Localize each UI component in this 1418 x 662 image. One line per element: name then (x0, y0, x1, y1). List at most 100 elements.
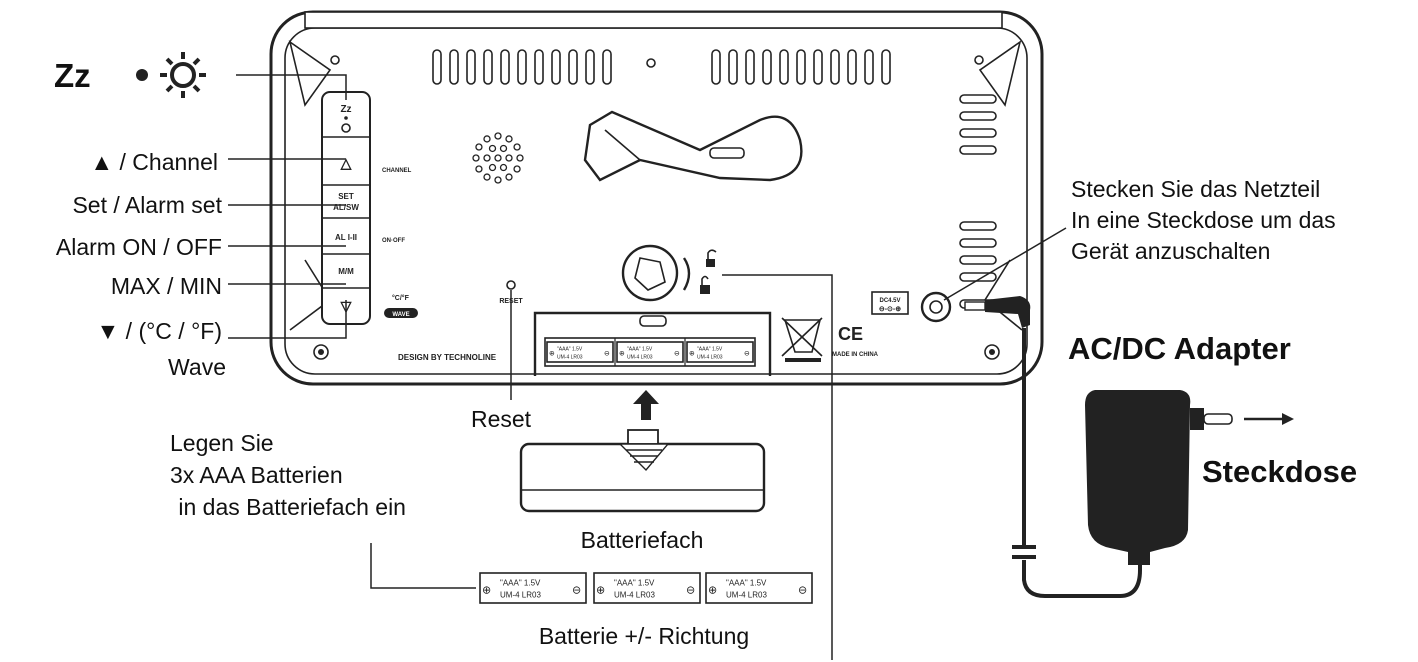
battery-type-text: "AAA" 1.5V (697, 346, 723, 352)
svg-text:Zz: Zz (340, 104, 351, 115)
battery-type-text: "AAA" 1.5V (557, 346, 583, 352)
vent-slot (779, 49, 789, 85)
adapter-label: AC/DC Adapter (1068, 331, 1291, 366)
max-min-button[interactable]: M/M (338, 267, 354, 276)
vent-slot (728, 49, 738, 85)
battery-instruction-line2: 3x AAA Batterien (170, 462, 343, 488)
battery-type-text: "AAA" 1.5V (627, 346, 653, 352)
weee-icon (781, 317, 823, 362)
arrow-up-icon (633, 390, 659, 420)
vent-slot (762, 49, 772, 85)
speaker-hole (505, 173, 513, 181)
speaker-hole (475, 143, 483, 151)
battery-instruction-line1: Legen Sie (170, 430, 274, 456)
battery-cover (519, 429, 766, 513)
battery-code-text: UM-4 LR03 (697, 354, 723, 360)
svg-text:AL/SW: AL/SW (333, 203, 359, 212)
onoff-small-label: ON·OFF (382, 238, 405, 244)
vent-slot (585, 49, 595, 85)
light-snooze-button[interactable]: Zz (340, 104, 352, 133)
speaker-hole (499, 163, 508, 172)
speaker-hole (513, 143, 521, 151)
ac-dc-adapter-icon (1085, 390, 1233, 565)
svg-text:°C/°F: °C/°F (392, 294, 410, 302)
svg-text:△: △ (340, 155, 353, 171)
aaa-battery: "AAA" 1.5V UM-4 LR03 ⊕ ⊖ (479, 572, 587, 604)
unit-label: ▼ / (°C / °F) (97, 318, 222, 344)
leader-lines (228, 74, 1067, 660)
channel-label: ▲ / Channel (90, 149, 218, 175)
svg-text:Zz: Zz (54, 57, 91, 94)
speaker-hole (494, 176, 502, 184)
alarm-onoff-button[interactable]: AL I-II (335, 233, 357, 242)
battery-type-text: "AAA" 1.5V (500, 579, 541, 588)
stand-hinge (583, 110, 803, 182)
adapter-plug-cable (964, 296, 1142, 598)
vent-slot (517, 49, 527, 85)
vent-slot (711, 49, 721, 85)
speaker-hole (494, 132, 502, 140)
vent-slot (449, 49, 459, 85)
arrow-right-icon (1244, 413, 1294, 425)
svg-text:SET: SET (338, 192, 354, 201)
vent-slot (830, 49, 840, 85)
speaker-hole (483, 173, 491, 181)
svg-text:M/M: M/M (338, 267, 354, 276)
side-vents (959, 94, 997, 309)
alarm-onoff-label: Alarm ON / OFF (56, 234, 222, 260)
battery-instruction-line3: in das Batteriefach ein (172, 494, 406, 520)
lock-knob (621, 244, 717, 302)
minus-icon: ⊖ (798, 583, 807, 596)
plus-icon: ⊕ (549, 350, 555, 358)
dc-jack: DC4.5V ⊖-⊙-⊕ (871, 291, 952, 323)
plus-icon: ⊕ (482, 583, 491, 596)
speaker-hole (488, 163, 497, 172)
light-icon (160, 52, 206, 98)
svg-text:⊖-⊙-⊕: ⊖-⊙-⊕ (879, 306, 901, 313)
minus-icon: ⊖ (604, 350, 610, 358)
battery-code-text: UM-4 LR03 (500, 591, 541, 600)
wave-small-label: °C/°F WAVE (384, 294, 418, 318)
speaker-hole (475, 165, 483, 173)
speaker-hole (488, 144, 497, 153)
battery-code-text: UM-4 LR03 (614, 591, 655, 600)
reset-label: Reset (471, 406, 532, 432)
top-vents (432, 49, 891, 85)
battery-direction-label: Batterie +/- Richtung (539, 623, 749, 649)
vent-slot (864, 49, 874, 85)
speaker-hole (499, 144, 508, 153)
vent-slot (881, 49, 891, 85)
speaker-hole (513, 165, 521, 173)
minus-icon: ⊖ (572, 583, 581, 596)
battery-type-text: "AAA" 1.5V (614, 579, 655, 588)
svg-text:DC4.5V: DC4.5V (879, 298, 900, 304)
plug-instruction-line2: In eine Steckdose um das (1071, 207, 1336, 233)
vent-slot (568, 49, 578, 85)
made-in-label: MADE IN CHINA (832, 352, 879, 358)
minus-icon: ⊖ (674, 350, 680, 358)
vent-slot (534, 49, 544, 85)
plug-instruction-line3: Gerät anzuschalten (1071, 238, 1270, 264)
speaker-hole (505, 154, 513, 162)
vent-slot (847, 49, 857, 85)
plus-icon: ⊕ (708, 583, 717, 596)
wave-label: Wave (168, 354, 226, 380)
svg-text:WAVE: WAVE (392, 312, 409, 318)
set-alarm-button[interactable]: SET AL/SW (333, 192, 359, 212)
minus-icon: ⊖ (686, 583, 695, 596)
vent-slot (483, 49, 493, 85)
speaker-hole (516, 154, 524, 162)
speaker-hole (494, 154, 502, 162)
up-channel-button[interactable]: △ (340, 155, 353, 171)
vent-slot (813, 49, 823, 85)
plus-icon: ⊕ (596, 583, 605, 596)
device-back-housing (269, 10, 1044, 386)
channel-small-label: CHANNEL (382, 168, 412, 174)
design-by-label: DESIGN BY TECHNOLINE (398, 353, 497, 362)
ce-mark-icon: CE (838, 324, 863, 344)
